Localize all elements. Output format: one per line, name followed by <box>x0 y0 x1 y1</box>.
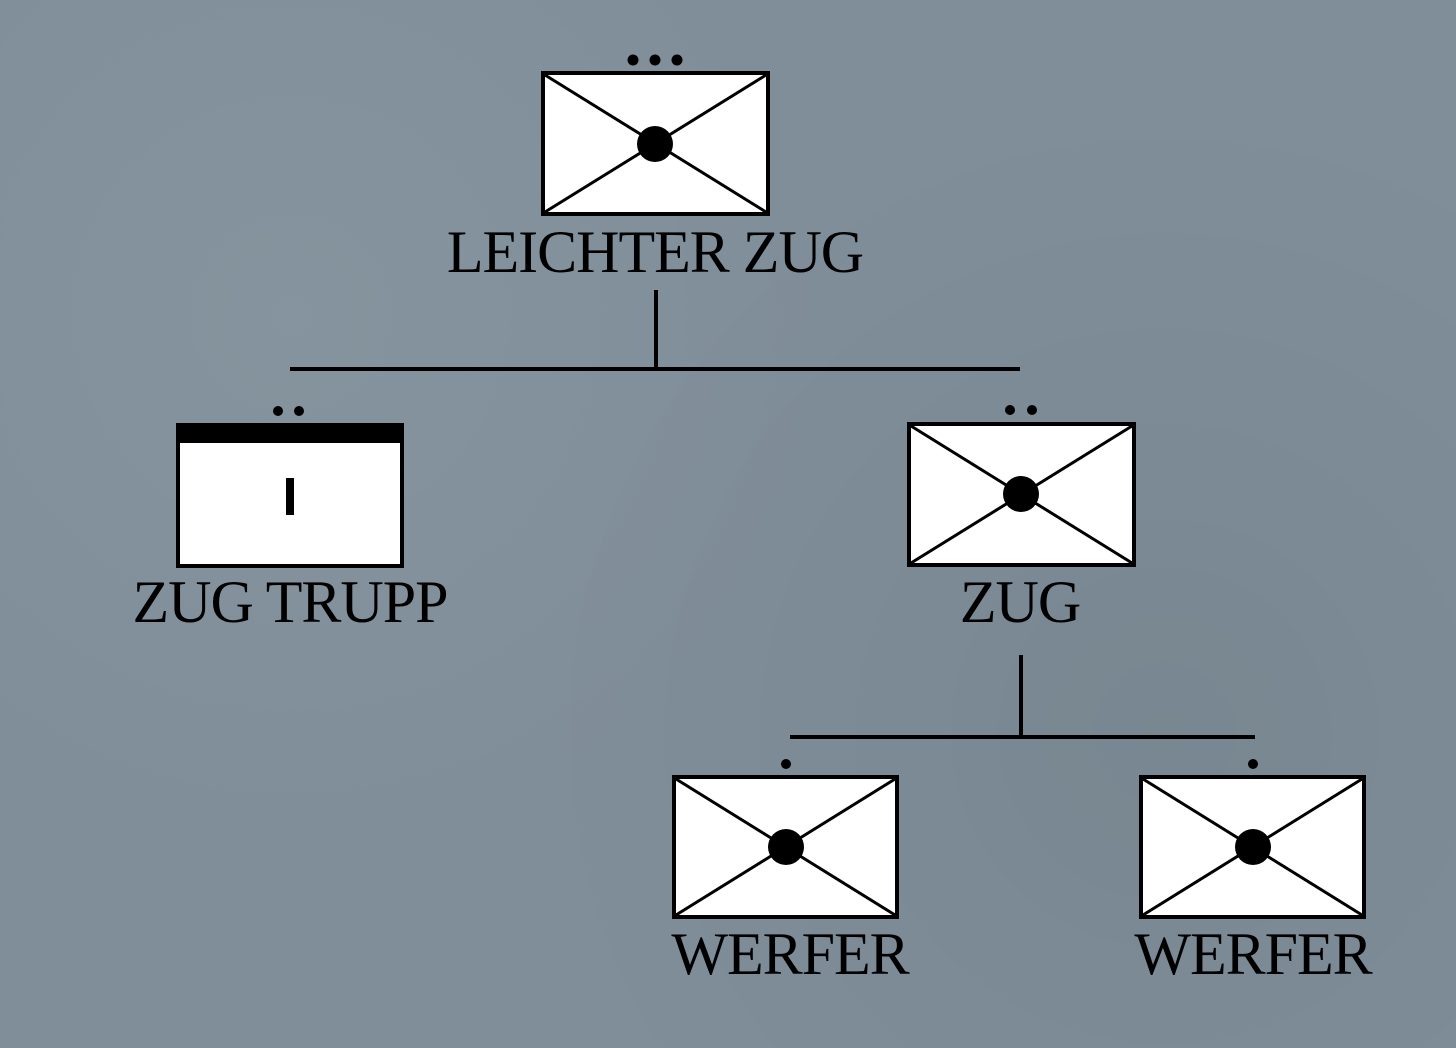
leichter-zug-symbol <box>541 54 770 216</box>
echelon-dot <box>649 54 661 66</box>
echelon-dot <box>1248 759 1258 769</box>
zug-symbol <box>907 405 1136 567</box>
unit-label-werfer-1: WERFER <box>671 921 909 987</box>
echelon-dot <box>627 54 639 66</box>
echelon-dot <box>781 759 791 769</box>
echelon-dot <box>273 406 283 416</box>
mortar-dot-icon <box>1235 829 1271 865</box>
connector-lines <box>290 290 1255 739</box>
unit-label-werfer-2: WERFER <box>1134 921 1372 987</box>
mortar-dot-icon <box>768 829 804 865</box>
unit-label-zug: ZUG <box>959 569 1081 635</box>
mortar-dot-icon <box>1003 476 1039 512</box>
werfer-2-symbol <box>1139 759 1366 919</box>
mortar-dot-icon <box>637 126 673 162</box>
echelon-dot <box>294 406 304 416</box>
echelon-dot <box>1005 405 1015 415</box>
zug-trupp-symbol <box>176 406 404 568</box>
headquarters-band <box>178 425 402 443</box>
single-bar-mark-icon <box>286 478 294 515</box>
unit-label-zug-trupp: ZUG TRUPP <box>132 569 449 635</box>
echelon-dot <box>671 54 683 66</box>
echelon-dot <box>1027 405 1037 415</box>
werfer-1-symbol <box>672 759 899 919</box>
unit-label-leichter-zug: LEICHTER ZUG <box>446 219 864 285</box>
